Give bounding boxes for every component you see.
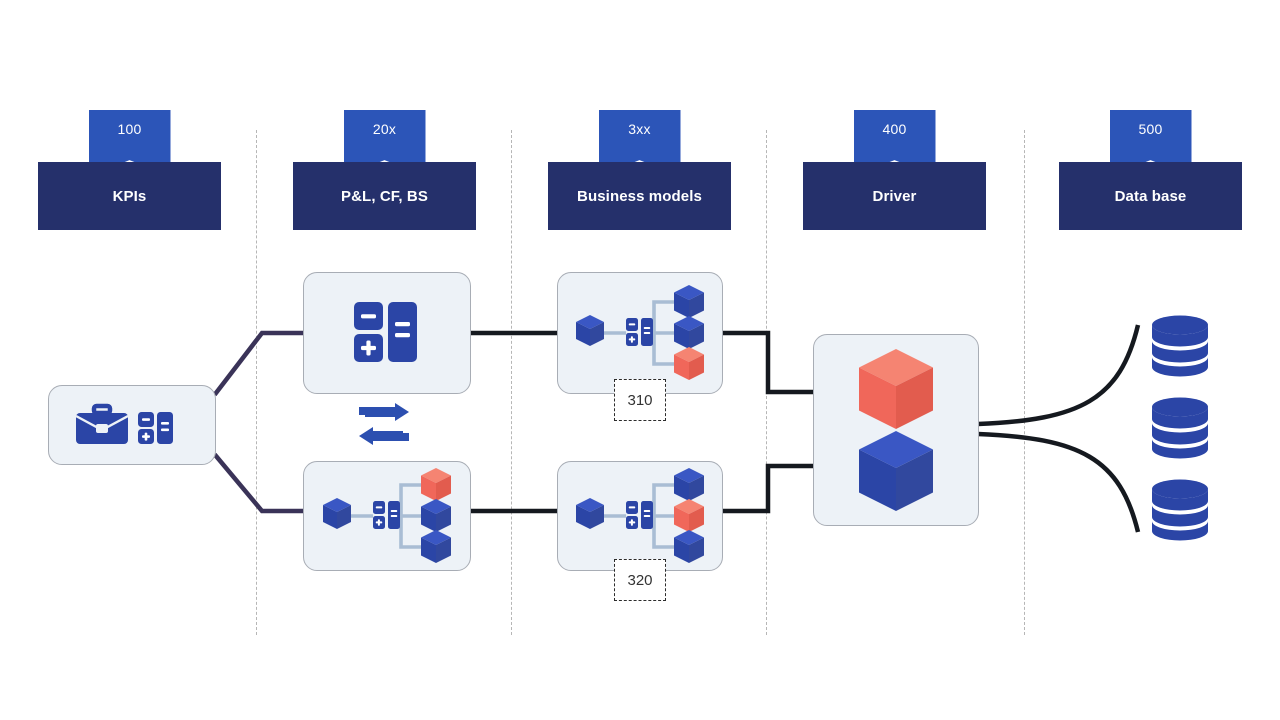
cube-middle bbox=[674, 316, 704, 349]
cube-left bbox=[323, 498, 351, 529]
kpi-card[interactable] bbox=[48, 385, 216, 465]
cube-top bbox=[674, 468, 704, 501]
column-title-text: Data base bbox=[1114, 187, 1187, 205]
column-code-text: 20x bbox=[372, 121, 397, 137]
driver-card[interactable] bbox=[813, 334, 979, 526]
model-tag-310-text: 310 bbox=[627, 391, 653, 409]
column-title-text: Driver bbox=[872, 187, 917, 205]
model-tree-red-middle-icon bbox=[576, 468, 704, 563]
cube-top-red bbox=[421, 468, 451, 501]
database-2-icon[interactable] bbox=[1148, 396, 1212, 465]
cube-left bbox=[576, 498, 604, 529]
connector-model320-to-driver bbox=[719, 463, 817, 514]
statements-card[interactable] bbox=[303, 272, 471, 394]
column-code-text: 100 bbox=[117, 121, 142, 137]
mini-calculator-icon bbox=[626, 501, 653, 529]
cube-red-large bbox=[859, 349, 933, 429]
column-title-data-base: Data base bbox=[1059, 162, 1242, 230]
connector-driver-to-database-3 bbox=[977, 431, 1141, 533]
database-1-icon[interactable] bbox=[1148, 314, 1212, 383]
column-title-text: KPIs bbox=[112, 187, 147, 205]
cube-bottom-red bbox=[674, 347, 704, 380]
database-3-icon[interactable] bbox=[1148, 478, 1212, 547]
model-tree-red-top-icon bbox=[323, 468, 451, 563]
model-tag-310[interactable]: 310 bbox=[614, 379, 666, 421]
cube-pair-icon bbox=[859, 349, 933, 511]
column-title-driver: Driver bbox=[803, 162, 986, 230]
connector-model310-to-driver bbox=[719, 330, 817, 395]
column-code-text: 500 bbox=[1138, 121, 1163, 137]
model-tag-320[interactable]: 320 bbox=[614, 559, 666, 601]
mini-calculator-icon bbox=[373, 501, 400, 529]
column-title-pl-cf-bs: P&L, CF, BS bbox=[293, 162, 476, 230]
model-tree-red-bottom-icon bbox=[576, 285, 704, 380]
column-title-text: Business models bbox=[577, 187, 702, 205]
connector-kpi-to-planning bbox=[212, 452, 306, 514]
column-separator-4 bbox=[1024, 130, 1025, 635]
briefcase-calculator-icon bbox=[75, 403, 173, 444]
business-model-320-card[interactable] bbox=[557, 461, 723, 571]
sync-arrows-icon[interactable] bbox=[355, 402, 413, 451]
column-code-text: 400 bbox=[882, 121, 907, 137]
column-title-text: P&L, CF, BS bbox=[341, 187, 428, 205]
column-code-text: 3xx bbox=[628, 121, 651, 137]
cube-bottom bbox=[421, 530, 451, 563]
connector-kpi-to-statements bbox=[212, 330, 306, 397]
column-title-business-models: Business models bbox=[548, 162, 731, 230]
cube-bottom bbox=[674, 530, 704, 563]
model-tag-320-text: 320 bbox=[627, 571, 653, 589]
connector-driver-to-database-1 bbox=[977, 324, 1141, 427]
column-separator-2 bbox=[511, 130, 512, 635]
mini-calculator-icon bbox=[626, 318, 653, 346]
cube-top bbox=[674, 285, 704, 318]
cube-middle-red bbox=[674, 499, 704, 532]
planning-card[interactable] bbox=[303, 461, 471, 571]
calculator-icon bbox=[354, 302, 417, 362]
business-model-310-card[interactable] bbox=[557, 272, 723, 394]
column-title-kpis: KPIs bbox=[38, 162, 221, 230]
column-separator-1 bbox=[256, 130, 257, 635]
cube-left bbox=[576, 315, 604, 346]
cube-blue-large bbox=[859, 431, 933, 511]
cube-middle bbox=[421, 499, 451, 532]
